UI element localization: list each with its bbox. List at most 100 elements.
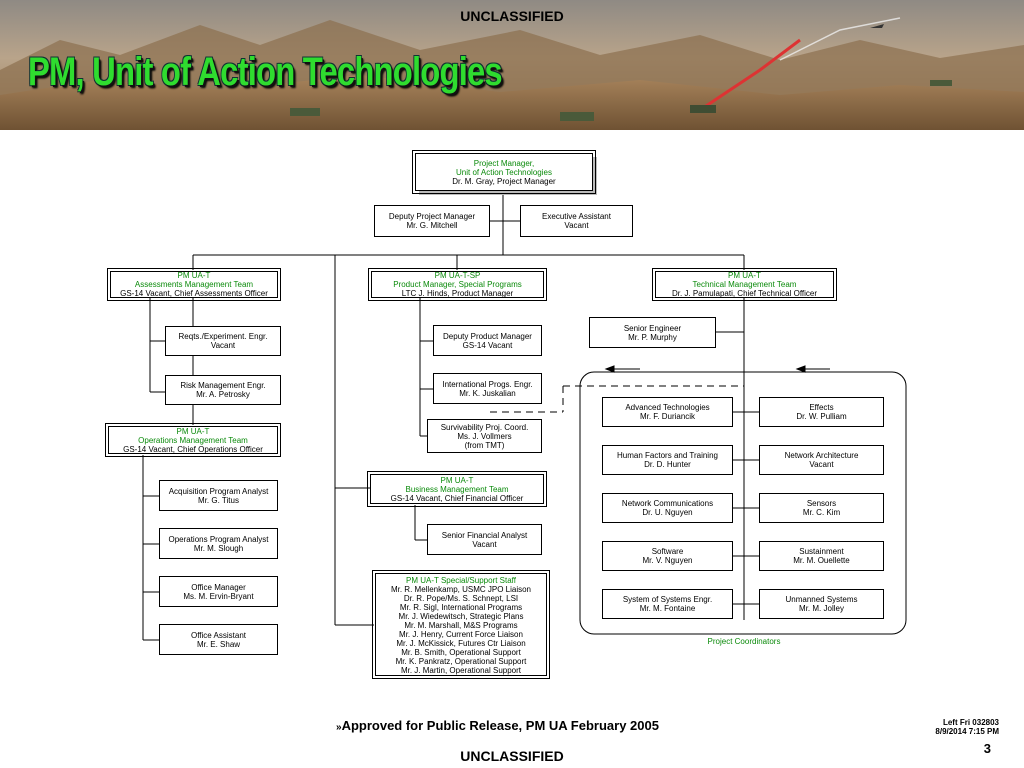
box-text-line: Mr. M. Jolley bbox=[799, 604, 844, 613]
box-text-line: Acquisition Program Analyst bbox=[168, 486, 269, 496]
box-text-line: Sensors bbox=[806, 499, 837, 508]
classification-bottom: UNCLASSIFIED bbox=[460, 748, 564, 764]
staff-member: Mr. R. Mellenkamp, USMC JPO Liaison bbox=[390, 585, 532, 594]
box-text-line: Vacant bbox=[472, 539, 497, 549]
box-text-line: Vacant bbox=[564, 221, 589, 230]
staff-member: Mr. J. Wiedewitsch, Strategic Plans bbox=[398, 612, 524, 621]
box-text-line: Effects bbox=[809, 403, 834, 412]
box-text-line: Senior Financial Analyst bbox=[441, 530, 528, 540]
box-text-line: Mr. F. Duriancik bbox=[639, 412, 696, 421]
box-text-line: Network Architecture bbox=[784, 451, 859, 460]
box-text-line: Technical Management Team bbox=[692, 280, 797, 289]
box-text-line: Assessments Management Team bbox=[134, 280, 254, 289]
box-text-line: Mr. M. Ouellette bbox=[793, 556, 850, 565]
staff-member: Mr. J. Martin, Operational Support bbox=[400, 666, 522, 675]
box-text-line: Mr. A. Petrosky bbox=[196, 390, 250, 399]
box-text-line: GS-14 Vacant, Chief Assessments Officer bbox=[120, 289, 268, 298]
bullet-icon: » bbox=[336, 722, 342, 733]
box-text-line: Mr. G. Mitchell bbox=[406, 221, 458, 230]
box-text-line: Ms. J. Vollmers bbox=[457, 431, 512, 441]
org-box-system-of-systems: System of Systems Engr.Mr. M. Fontaine bbox=[602, 589, 733, 619]
footer-file-info: Left Fri 032803 8/9/2014 7:15 PM bbox=[935, 718, 999, 736]
box-text-line: International Progs. Engr. bbox=[442, 379, 533, 389]
box-text-line: Product Manager, Special Programs bbox=[393, 280, 522, 289]
box-text-line: GS-14 Vacant bbox=[462, 340, 513, 350]
box-text-line: Ms. M. Ervin-Bryant bbox=[183, 591, 254, 601]
box-text-line: Mr. M. Fontaine bbox=[639, 604, 696, 613]
box-text-line: (from TMT) bbox=[464, 440, 505, 450]
box-text-line: Senior Engineer bbox=[623, 323, 682, 333]
box-text-line: PM UA-T-SP bbox=[434, 271, 481, 280]
box-text-line: LTC J. Hinds, Product Manager bbox=[401, 289, 514, 298]
box-text-line: Risk Management Engr. bbox=[180, 381, 266, 390]
box-text-line: Project Manager, bbox=[473, 158, 535, 168]
box-text-line: Mr. K. Juskalian bbox=[459, 388, 516, 398]
box-text-line: GS-14 Vacant, Chief Operations Officer bbox=[123, 444, 263, 454]
box-text-line: Reqts./Experiment. Engr. bbox=[178, 332, 268, 341]
box-text-line: Software bbox=[651, 547, 684, 556]
box-text-line: PM UA-T bbox=[177, 271, 211, 280]
box-text-line: Mr. E. Shaw bbox=[196, 639, 241, 649]
box-text-line: Business Management Team bbox=[405, 484, 509, 494]
box-text-line: Vacant bbox=[210, 341, 236, 350]
box-text-line: Survivability Proj. Coord. bbox=[440, 422, 529, 432]
box-text-line: Executive Assistant bbox=[542, 212, 611, 221]
box-text-line: Sustainment bbox=[799, 547, 844, 556]
box-text-line: Network Communications bbox=[621, 499, 714, 508]
box-text-line: Operations Management Team bbox=[138, 435, 248, 445]
box-text-line: Unit of Action Technologies bbox=[456, 167, 552, 177]
box-text-line: Vacant bbox=[809, 460, 834, 469]
box-text-line: PM UA-T Special/Support Staff bbox=[406, 576, 516, 585]
staff-member: Mr. M. Marshall, M&S Programs bbox=[404, 621, 518, 630]
box-text-line: Dr. W. Pulliam bbox=[796, 412, 847, 421]
box-text-line: Office Assistant bbox=[191, 630, 246, 640]
org-box-international-programs: International Progs. Engr.Mr. K. Juskali… bbox=[433, 373, 542, 404]
classification-top: UNCLASSIFIED bbox=[460, 8, 564, 24]
project-coordinators-label: Project Coordinators bbox=[707, 637, 781, 646]
box-text-line: Operations Program Analyst bbox=[168, 534, 269, 544]
box-text-line: Dr. D. Hunter bbox=[644, 460, 691, 469]
box-text-line: Dr. U. Nguyen bbox=[642, 508, 693, 517]
org-box-survivability: Survivability Proj. Coord.Ms. J. Vollmer… bbox=[427, 419, 542, 453]
staff-member: Mr. R. Sigl, International Programs bbox=[399, 603, 523, 612]
box-text-line: GS-14 Vacant, Chief Financial Officer bbox=[390, 493, 524, 503]
box-text-line: PM UA-T bbox=[440, 475, 474, 485]
page-title: PM, Unit of Action Technologies bbox=[28, 50, 503, 94]
box-text-line: Mr. V. Nguyen bbox=[642, 556, 693, 565]
box-text-line: Office Manager bbox=[191, 582, 246, 592]
page-number: 3 bbox=[983, 741, 991, 756]
box-text-line: Dr. M. Gray, Project Manager bbox=[452, 176, 556, 186]
org-box-project-manager: Project Manager,Unit of Action Technolog… bbox=[412, 150, 596, 194]
org-box-reqts-engineer: Reqts./Experiment. Engr.Vacant bbox=[165, 326, 281, 356]
staff-member: Mr. K. Pankratz, Operational Support bbox=[395, 657, 527, 666]
org-box-risk-management: Risk Management Engr.Mr. A. Petrosky bbox=[165, 375, 281, 405]
staff-member: Mr. B. Smith, Operational Support bbox=[401, 648, 521, 657]
box-text-line: Mr. P. Murphy bbox=[628, 332, 677, 342]
box-text-line: Advanced Technologies bbox=[625, 403, 710, 412]
header-banner bbox=[0, 0, 1024, 130]
box-text-line: Unmanned Systems bbox=[785, 595, 858, 604]
desert-battlefield-image bbox=[0, 0, 1024, 130]
box-text-line: Human Factors and Training bbox=[617, 451, 718, 460]
staff-member: Mr. J. Henry, Current Force Liaison bbox=[399, 630, 523, 639]
